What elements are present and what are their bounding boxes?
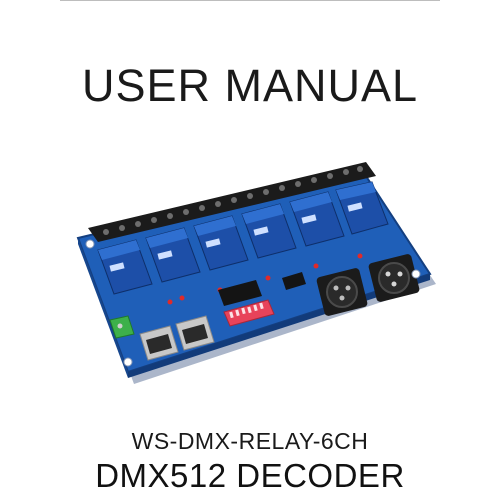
relay-2 xyxy=(145,227,201,283)
model-number: WS-DMX-RELAY-6CH xyxy=(131,428,369,454)
xlr-connector-in xyxy=(316,268,368,316)
product-subtitle: DMX512 DECODER xyxy=(95,457,405,494)
relay-6 xyxy=(335,181,389,235)
relay-row xyxy=(97,181,389,295)
page-title: USER MANUAL xyxy=(81,60,419,111)
rj45-port-2 xyxy=(175,315,215,351)
xlr-connector-out xyxy=(368,254,420,302)
relay-4 xyxy=(241,203,297,259)
relay-board-image xyxy=(70,162,440,392)
ic-chip-2 xyxy=(282,272,306,290)
rj45-port-1 xyxy=(139,325,179,361)
top-divider xyxy=(60,0,440,1)
relay-3 xyxy=(193,215,249,271)
ic-chip xyxy=(218,280,262,306)
relay-1 xyxy=(97,239,153,295)
relay-5 xyxy=(289,191,345,247)
